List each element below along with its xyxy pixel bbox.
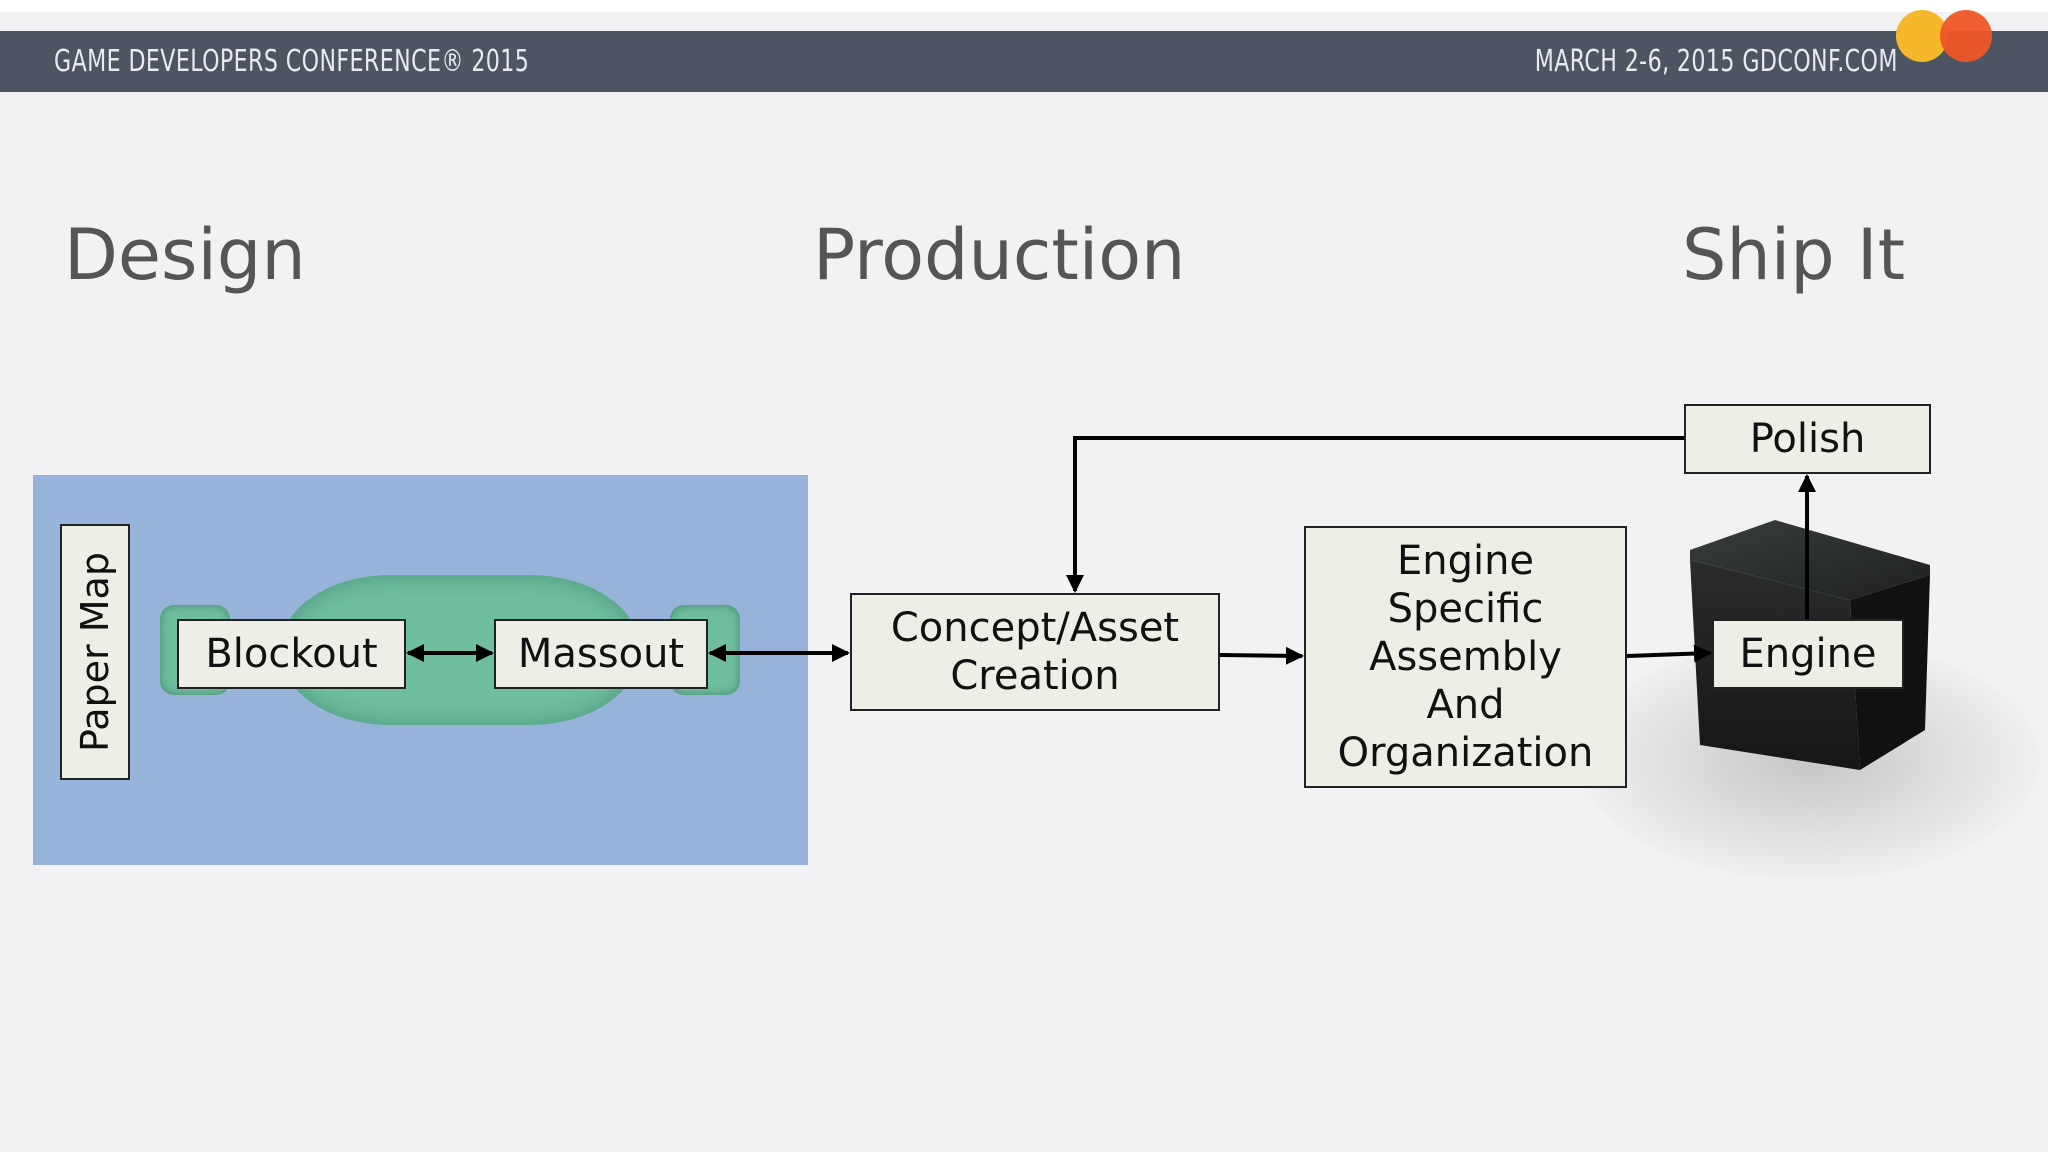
arrow-assembly-engine [1626, 644, 1712, 663]
top-strip [0, 0, 2048, 12]
header-bar: GAME DEVELOPERS CONFERENCE® 2015 MARCH 2… [0, 31, 2048, 92]
node-engine-specific-assembly: Engine Specific Assembly And Organizatio… [1304, 526, 1627, 788]
node-concept-asset-creation: Concept/Asset Creation [850, 593, 1220, 711]
node-paper-map: Paper Map [60, 524, 130, 780]
paper-map-label: Paper Map [73, 552, 118, 752]
cube-top-face [1690, 520, 1930, 600]
conference-title: GAME DEVELOPERS CONFERENCE® 2015 [54, 44, 530, 79]
concept-label: Concept/Asset Creation [891, 604, 1179, 700]
heading-production: Production [813, 214, 1186, 296]
assembly-label-line-5: Organization [1337, 730, 1594, 776]
heading-ship-it: Ship It [1682, 214, 1906, 296]
concept-label-line-1: Concept/Asset [890, 605, 1180, 651]
assembly-label-line-2: Specific [1387, 586, 1544, 632]
gdc-logo-orange-dot [1940, 10, 1992, 62]
assembly-label-line-3: Assembly [1369, 634, 1562, 680]
assembly-label-line-4: And [1426, 682, 1505, 728]
assembly-label-line-1: Engine [1396, 538, 1535, 584]
node-massout: Massout [494, 619, 708, 689]
arrow-concept-assembly [1219, 646, 1304, 665]
arrow-polish-concept-loop [1066, 436, 1684, 593]
gdc-logo-yellow-dot [1896, 10, 1948, 62]
node-blockout: Blockout [177, 619, 406, 689]
conference-date-url: MARCH 2-6, 2015 GDCONF.COM [1534, 44, 1898, 79]
concept-label-line-2: Creation [950, 653, 1120, 699]
heading-design: Design [64, 214, 306, 296]
node-polish: Polish [1684, 404, 1931, 474]
node-engine: Engine [1712, 619, 1904, 689]
assembly-label: Engine Specific Assembly And Organizatio… [1338, 537, 1594, 777]
